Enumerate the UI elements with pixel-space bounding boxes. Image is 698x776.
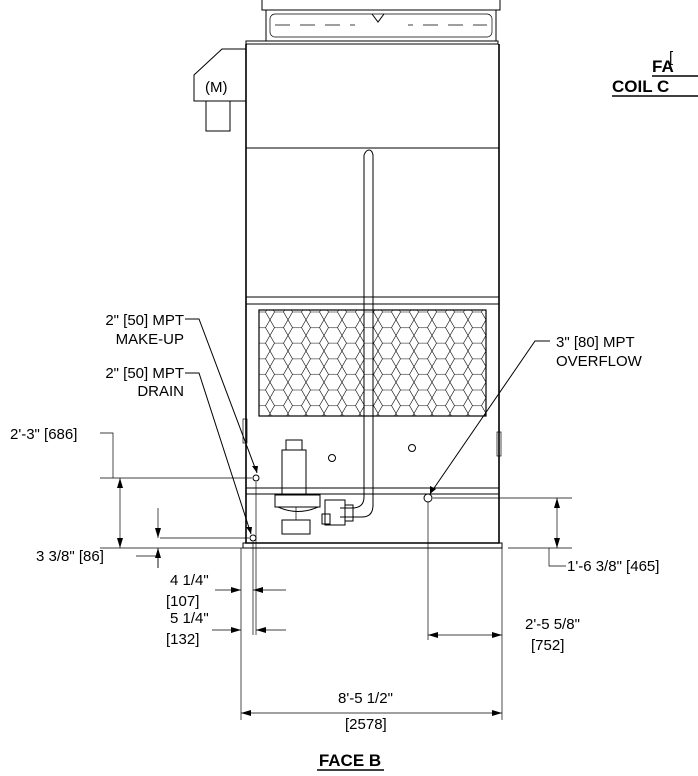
strainer-port	[328, 454, 336, 462]
pump	[274, 439, 321, 535]
overflow-offset-dimension-line2: [752]	[531, 637, 564, 654]
overall-width-dimension-line2: [2578]	[345, 716, 387, 733]
access-port	[408, 444, 416, 452]
overall-width-dimension-line1: 8'-5 1/2"	[338, 690, 393, 707]
drain-connection	[249, 534, 257, 542]
overflow-height-dimension: 1'-6 3/8" [465]	[567, 558, 659, 575]
drain-callout-line2: DRAIN	[137, 383, 184, 400]
make-up-offset-dimension-line1: 5 1/4"	[170, 610, 209, 627]
cut-off-bracket: [	[669, 49, 674, 66]
view-title: FACE B	[319, 751, 381, 770]
unit-casing	[242, 44, 503, 549]
make-up-callout-line2: MAKE-UP	[116, 331, 184, 348]
fan-motor: (M)	[193, 48, 247, 132]
make-up-height-dimension: 2'-3" [686]	[10, 426, 77, 443]
fan-guard	[245, 0, 501, 45]
make-up-connection	[252, 474, 260, 482]
motor-label: (M)	[205, 79, 228, 96]
drain-offset-dimension-line1: 4 1/4"	[170, 572, 209, 589]
overflow-offset-dimension-line1: 2'-5 5/8"	[525, 616, 580, 633]
drain-offset-dimension-line2: [107]	[166, 593, 199, 610]
dimension-lines	[100, 432, 572, 720]
make-up-offset-dimension-line2: [132]	[166, 631, 199, 648]
overflow-connection	[423, 493, 433, 503]
riser-pipe	[321, 149, 374, 526]
drain-callout-line1: 2" [50] MPT	[105, 365, 184, 382]
make-up-callout-line1: 2" [50] MPT	[105, 312, 184, 329]
drain-height-dimension: 3 3/8" [86]	[36, 548, 104, 565]
callout-leaders	[185, 318, 550, 535]
cut-off-title-2: COIL C	[612, 77, 669, 96]
cut-off-title-1: FA	[652, 57, 674, 76]
overflow-callout-line1: 3" [80] MPT	[556, 334, 635, 351]
overflow-callout-line2: OVERFLOW	[556, 353, 643, 370]
